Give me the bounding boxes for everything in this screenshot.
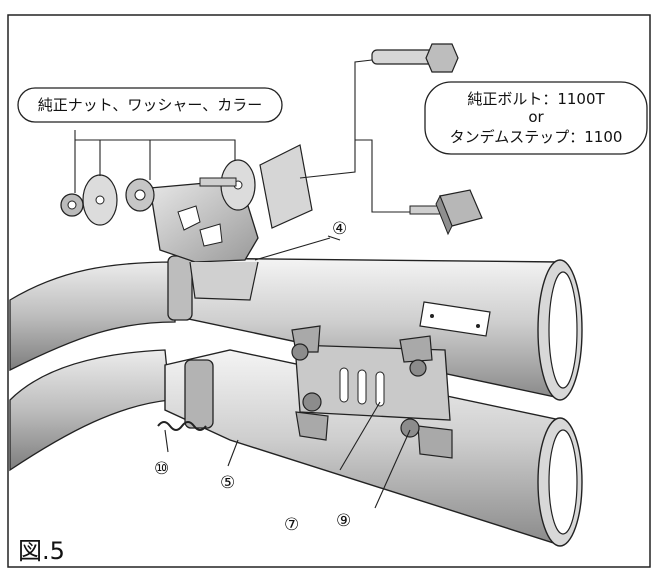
callout-oem-parts-text: 純正ナット、ワッシャー、カラー	[38, 96, 263, 114]
spring	[157, 421, 207, 431]
stay-plate	[259, 144, 313, 229]
callout-bolt-line2: or	[528, 108, 544, 126]
part-number-10: ⑩	[154, 459, 169, 479]
lower-muffler	[157, 349, 583, 547]
figure-label: 図.5	[18, 537, 65, 565]
part-number-4: ④	[332, 219, 347, 239]
oem-nut-washers	[60, 144, 313, 229]
upper-clamp-band	[167, 255, 193, 321]
callout-bolt	[424, 81, 648, 155]
muffler-stay	[291, 325, 453, 459]
lower-clamp-band	[184, 359, 214, 429]
bolt-shaft	[199, 177, 237, 187]
leader-lines	[74, 59, 411, 509]
callout-bolt-line1: 純正ボルト：1100T	[467, 90, 605, 108]
part-number-5: ⑤	[220, 473, 235, 493]
name-plate	[419, 301, 491, 337]
callout-oem-parts	[17, 87, 283, 123]
callout-bolt-line3: タンデムステップ：1100	[450, 128, 623, 146]
part-number-9: ⑨	[336, 511, 351, 531]
upper-muffler	[167, 255, 583, 401]
tandem-step-bolt	[409, 189, 483, 236]
header-pipes	[9, 261, 176, 472]
part-number-7: ⑦	[284, 515, 299, 535]
figure-border	[7, 14, 651, 568]
oem-bolt	[371, 43, 459, 73]
